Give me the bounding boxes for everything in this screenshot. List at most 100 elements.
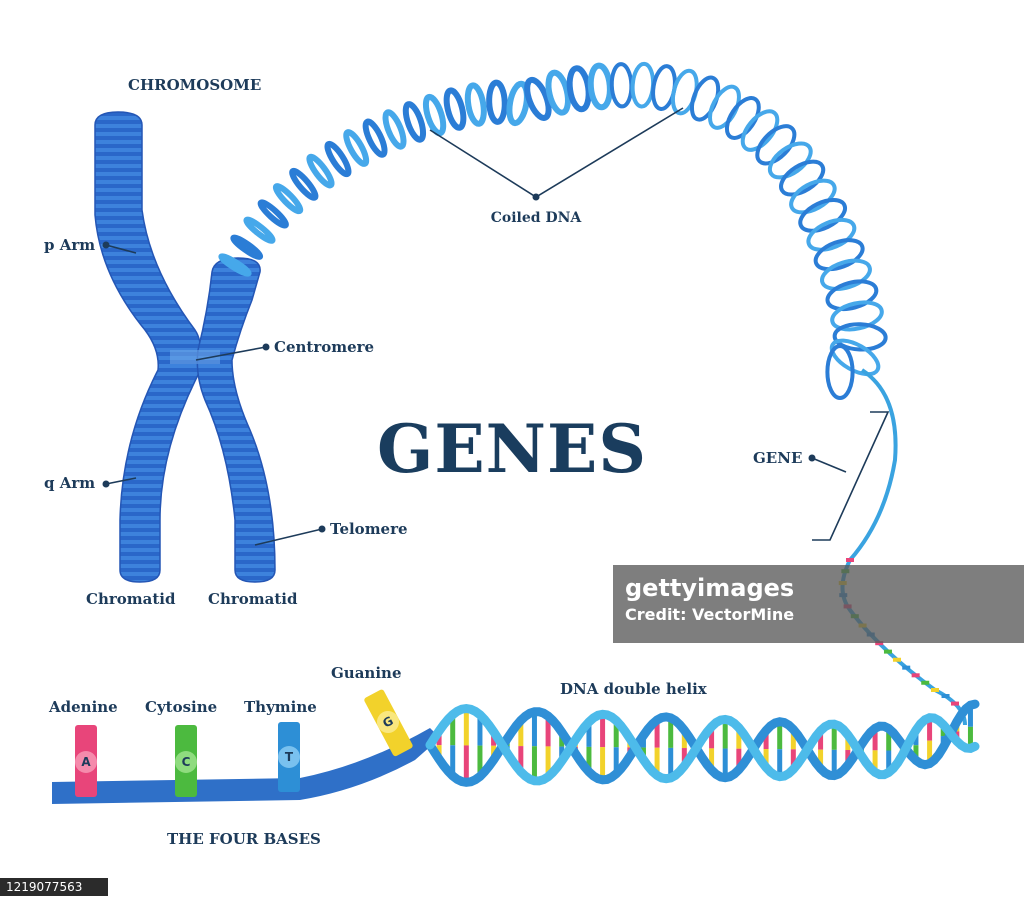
coil-loop (825, 344, 855, 400)
base-cytosine: C (175, 725, 197, 797)
coil-loop (740, 109, 780, 152)
coil-loop (724, 96, 761, 140)
label-chromatid-right: Chromatid (208, 590, 298, 608)
coil-loop (218, 253, 252, 277)
coil-loop (830, 300, 884, 332)
strand-mark (921, 680, 930, 685)
label-double-helix: DNA double helix (560, 680, 708, 698)
coil-loop (422, 93, 447, 137)
coil-loop (789, 178, 837, 215)
coil-loop (289, 167, 319, 201)
coil-loop (362, 118, 388, 158)
coil-loop (825, 279, 879, 312)
label-centromere: Centromere (274, 338, 374, 356)
base-letter-c: C (182, 755, 191, 769)
leader-coiled-dna (429, 107, 684, 198)
chromatid-left-shape (94, 111, 202, 583)
dot-centromere (262, 343, 270, 351)
label-gene: GENE (753, 449, 802, 467)
watermark-credit: Credit: VectorMine (625, 605, 795, 624)
label-cytosine: Cytosine (145, 698, 217, 716)
chromatid-right-shape (196, 257, 276, 583)
base-adenine: A (75, 725, 97, 797)
helix-strand-a (425, 699, 980, 787)
coil-loop (566, 65, 592, 113)
leader-centromere (195, 346, 267, 361)
dot-gene (808, 454, 816, 462)
base-letter-t: T (285, 750, 294, 764)
helix-strand-b (425, 703, 980, 786)
bases-backbone (52, 728, 440, 804)
coiled-dna (218, 61, 888, 400)
label-coiled-dna: Coiled DNA (491, 210, 583, 226)
dot-q-arm (102, 480, 110, 488)
coil-loop (832, 322, 888, 352)
coil-loop (272, 183, 304, 215)
page-title: GENES (377, 410, 647, 488)
coil-loop (230, 234, 264, 260)
watermark: gettyimages Credit: VectorMine (613, 565, 1024, 643)
leader-gene (811, 457, 847, 473)
coil-loop (524, 76, 552, 121)
strand-mark (892, 657, 901, 662)
watermark-brand: gettyimages (625, 574, 795, 602)
dot-telomere (318, 525, 326, 533)
dot-coiled-dna (532, 193, 540, 201)
label-p-arm: p Arm (44, 236, 95, 254)
label-chromatid-left: Chromatid (86, 590, 176, 608)
leader-q-arm (105, 477, 137, 485)
coil-loop (806, 217, 857, 252)
strand-mark (930, 687, 939, 692)
coil-loop (630, 61, 656, 109)
dna-double-helix (425, 699, 980, 787)
dna-strand (840, 368, 967, 726)
strand-mark (875, 641, 884, 646)
coil-loop (257, 199, 289, 229)
base-guanine: G (364, 689, 413, 757)
strand-mark (902, 665, 911, 670)
coil-loop (820, 258, 872, 291)
coil-loop (587, 62, 613, 111)
centromere-band (170, 350, 220, 364)
label-adenine: Adenine (48, 698, 118, 716)
coil-loop (402, 101, 427, 143)
coil-loop (609, 62, 634, 109)
label-four-bases: THE FOUR BASES (167, 830, 321, 848)
coil-loop (243, 216, 276, 244)
leader-p-arm (105, 244, 137, 254)
coil-loop (464, 82, 487, 127)
label-guanine: Guanine (331, 664, 402, 682)
coil-loop (755, 124, 797, 166)
coil-loop (506, 80, 530, 127)
label-q-arm: q Arm (44, 474, 95, 492)
coil-loop (708, 84, 741, 130)
coil-loop (382, 109, 407, 150)
leader-telomere (254, 528, 323, 546)
strand-mark (941, 694, 950, 699)
image-id-badge: 1219077563 (0, 878, 108, 896)
label-telomere: Telomere (330, 520, 408, 538)
coil-loop (829, 338, 881, 377)
coil-loop (486, 79, 508, 125)
base-letter-a: A (81, 755, 91, 769)
coil-loop (443, 87, 467, 131)
base-thymine: T (278, 722, 300, 792)
coil-loop (779, 159, 826, 197)
strand-mark (883, 649, 892, 654)
coil-loop (545, 69, 571, 116)
coil-loop (798, 198, 848, 233)
gene-bracket (812, 411, 890, 541)
coil-loop (813, 238, 865, 272)
coil-loop (306, 153, 335, 189)
strand-mark (846, 558, 854, 562)
label-thymine: Thymine (244, 698, 317, 716)
four-bases: A C T G (75, 689, 413, 797)
coil-loop (343, 129, 370, 167)
coil-loop (324, 140, 352, 178)
coil-loop (767, 141, 813, 180)
strand-mark (951, 701, 960, 706)
dot-p-arm (102, 241, 110, 249)
strand-mark (911, 673, 920, 678)
label-chromosome: CHROMOSOME (128, 76, 261, 94)
